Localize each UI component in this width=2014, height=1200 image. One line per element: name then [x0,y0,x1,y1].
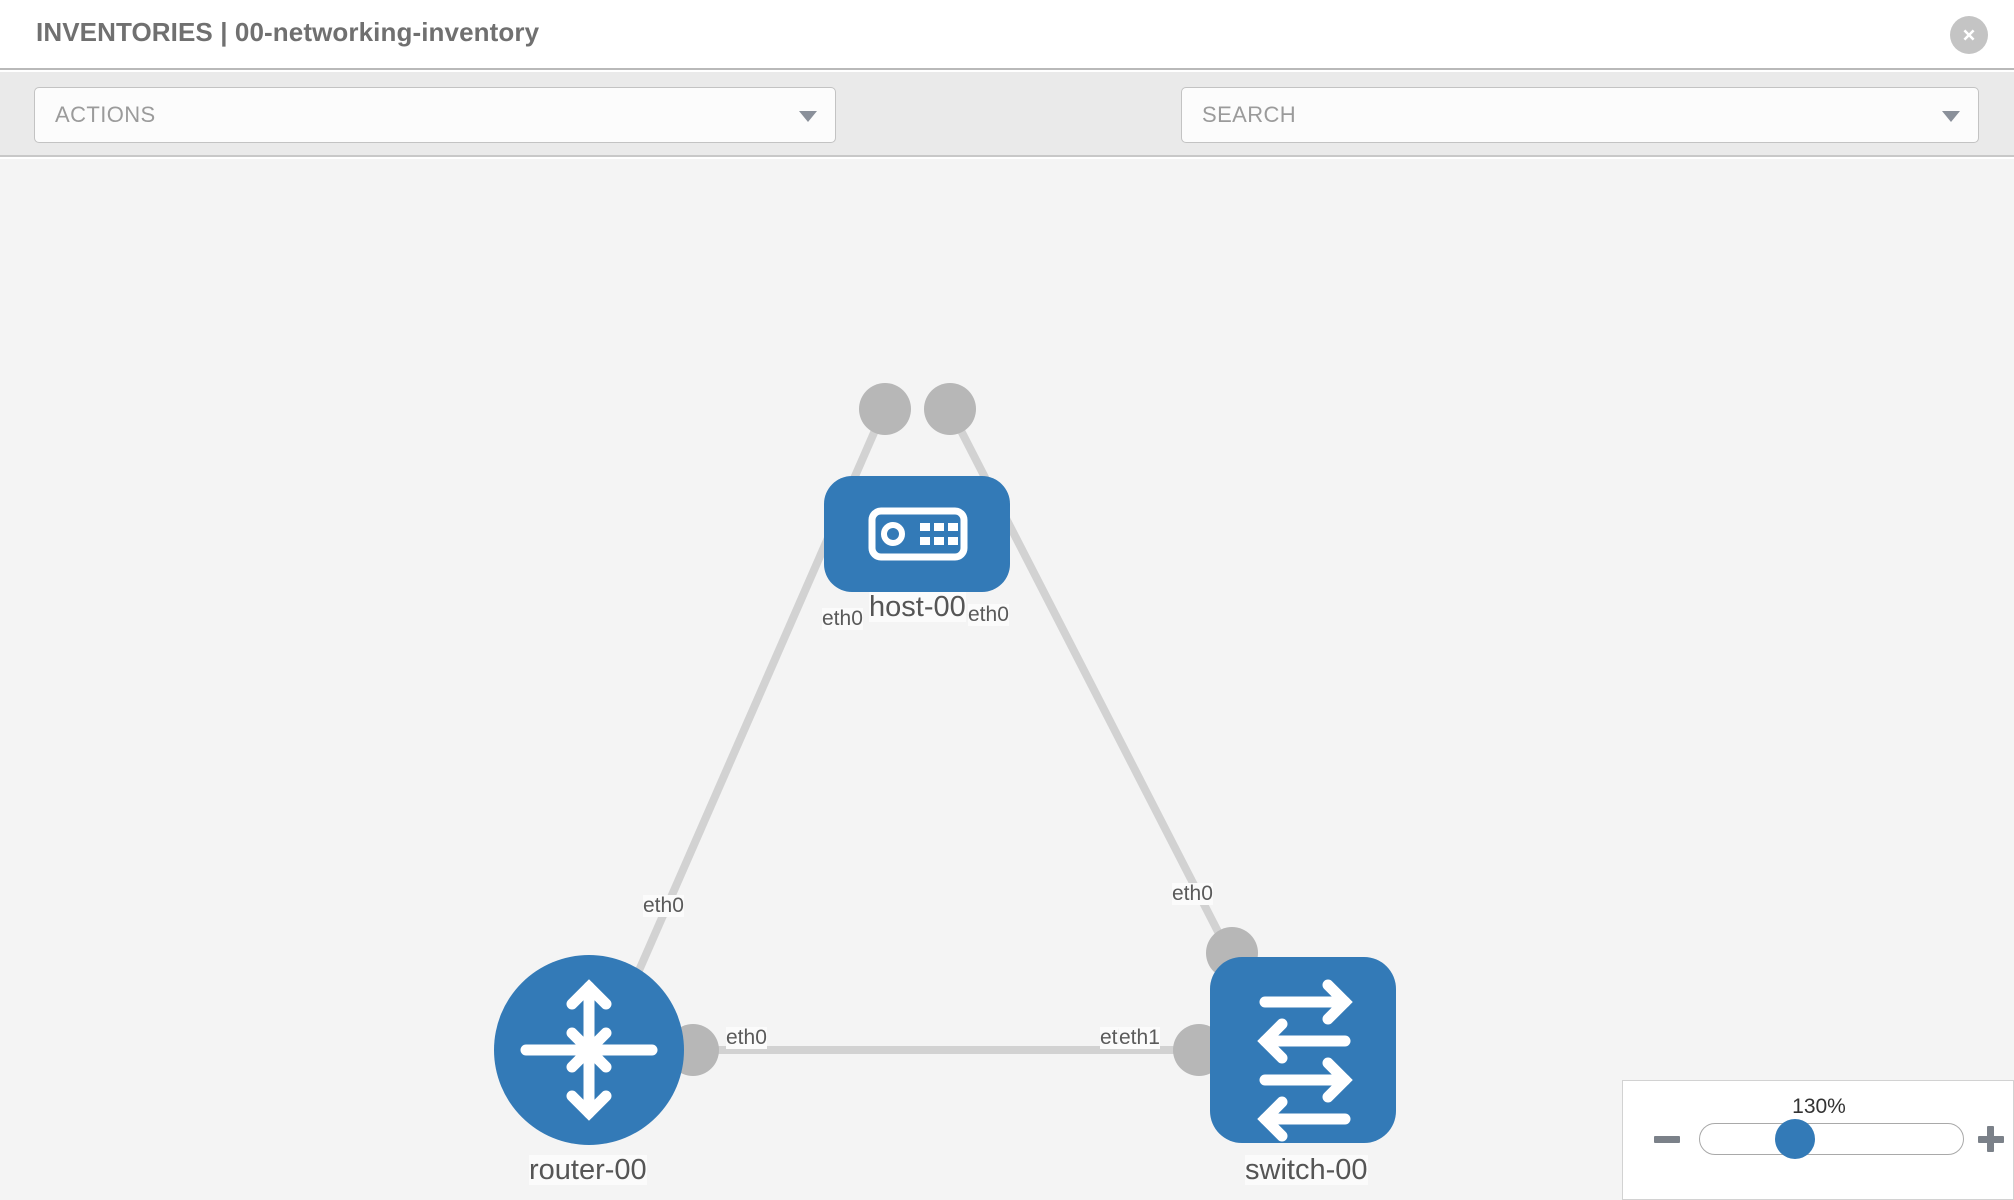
zoom-slider-thumb[interactable] [1775,1119,1815,1159]
chevron-down-icon [799,111,817,122]
node-label-host-00: host-00 [869,591,966,623]
edge-label-switch00-eth1: eth1 [1119,1026,1160,1050]
port-host00-left[interactable] [859,383,911,435]
port-host00-right[interactable] [924,383,976,435]
page-title: INVENTORIES | 00-networking-inventory [36,17,540,47]
zoom-in-button[interactable] [1978,1136,2004,1143]
edge-label-router00-eth0-up: eth0 [643,894,684,918]
node-label-router-00: router-00 [529,1154,647,1186]
actions-dropdown-label: ACTIONS [55,102,156,127]
edge-label-switch00-eth0-up: eth0 [1172,882,1213,906]
actions-dropdown[interactable]: ACTIONS [34,87,836,143]
edge-label-router00-eth0-right: eth0 [726,1026,767,1050]
page-header: INVENTORIES | 00-networking-inventory [0,0,2014,70]
node-router-00[interactable] [494,955,684,1145]
node-host-00[interactable] [824,476,1010,592]
zoom-out-button[interactable] [1654,1136,1680,1143]
node-switch-00[interactable] [1210,957,1396,1143]
edge-label-host00-eth0-left: eth0 [822,607,863,631]
zoom-control-panel: 130% [1622,1080,2014,1200]
zoom-percent-label: 130% [1792,1095,1846,1118]
chevron-down-icon [1942,111,1960,122]
router-arrows-icon [520,979,658,1121]
zoom-slider-track[interactable] [1699,1123,1964,1155]
topology-graph [494,383,1396,1145]
search-input[interactable]: SEARCH [1181,87,1979,143]
server-icon [868,507,968,561]
close-icon [1963,29,1975,41]
node-label-switch-00: switch-00 [1245,1154,1368,1186]
edge-label-host00-eth0-right: eth0 [968,603,1009,627]
switch-arrows-icon [1257,979,1353,1142]
close-button[interactable] [1950,16,1988,54]
search-placeholder: SEARCH [1202,102,1297,127]
toolbar: ACTIONS SEARCH [0,72,2014,202]
topology-canvas[interactable]: eth0 host-00 eth0 eth0 eth0 eth0 eth eth… [0,159,2014,1200]
